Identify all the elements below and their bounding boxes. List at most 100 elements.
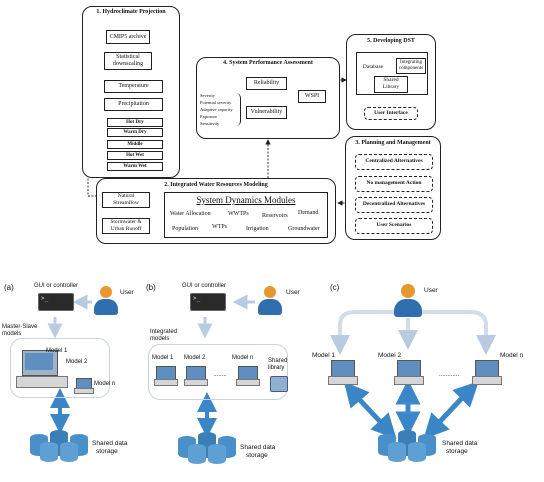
planning-title: 3. Planning and Management bbox=[355, 140, 431, 146]
panel-c-storage-line2: storage bbox=[446, 448, 468, 455]
panel-a-label: (a) bbox=[4, 283, 14, 292]
sdm-box bbox=[164, 192, 328, 238]
decentralized-label: Decentralized Alternatives bbox=[362, 201, 426, 207]
user-interface-label: User Interface bbox=[374, 110, 408, 116]
vulnerability-label: Vulnerability bbox=[250, 109, 283, 115]
panel-c-label: (c) bbox=[330, 283, 340, 292]
panel-a-storage-line1: Shared data bbox=[92, 440, 128, 447]
precipitation-label: Precipitation bbox=[118, 101, 149, 107]
iwrm-title: 2. Integrated Water Resources Modeling bbox=[164, 182, 268, 188]
module-reservoirs: Reservoirs bbox=[262, 213, 288, 219]
stormwater-line2: Urban Runoff bbox=[110, 226, 142, 232]
panel-a-computer-n-icon bbox=[74, 378, 94, 394]
temperature-box bbox=[104, 80, 163, 93]
user-interface-box bbox=[364, 107, 418, 120]
scenario-hot-wet-label: Hot Wet bbox=[126, 153, 144, 158]
panel-c-modeln: Model n bbox=[500, 352, 524, 359]
panel-b-database-icon bbox=[178, 430, 238, 464]
panel-b-model2: Model 2 bbox=[184, 355, 206, 361]
module-irrigation: Irrigation bbox=[246, 226, 269, 232]
module-demand: Demand bbox=[298, 210, 319, 216]
downscaling-line1: Statistical bbox=[116, 54, 140, 60]
panel-a-database-icon bbox=[30, 428, 90, 462]
panel-c-computer-1-icon bbox=[328, 360, 358, 385]
module-wwtps: WWTPs bbox=[228, 211, 249, 217]
centralized-label: Centralized Alternatives bbox=[365, 158, 423, 164]
panel-a-model2: Model 2 bbox=[66, 359, 88, 365]
panel-a-terminal-icon: >_ bbox=[38, 293, 74, 311]
panel-a-group-line2: models bbox=[2, 331, 22, 337]
performance-title: 4. System Performance Assessment bbox=[223, 60, 313, 66]
metric-potential-severity: Potential severity bbox=[200, 100, 232, 105]
panel-b-group-line2: models bbox=[150, 336, 170, 342]
decentralized-box bbox=[355, 197, 433, 213]
panel-c-user-icon bbox=[394, 284, 422, 318]
scenario-middle bbox=[107, 140, 163, 149]
shared-line1: Shared bbox=[383, 77, 399, 83]
panel-b-terminal-icon: >_ bbox=[190, 293, 226, 311]
scenario-middle-label: Middle bbox=[127, 142, 143, 147]
panel-b-storage-line2: storage bbox=[246, 452, 268, 459]
panel-b-computer-n-icon bbox=[236, 366, 260, 386]
wspi-label: WSPI bbox=[304, 93, 320, 99]
panel-a-model1: Model 1 bbox=[46, 348, 68, 354]
temperature-label: Temperature bbox=[118, 83, 149, 89]
scenario-hot-dry-label: Hot Dry bbox=[126, 120, 144, 125]
panel-a-group-line1: Master-Slave bbox=[2, 324, 38, 330]
panel-c-storage-line1: Shared data bbox=[442, 440, 478, 447]
downscaling-box bbox=[104, 52, 152, 70]
scenario-warm-wet bbox=[107, 162, 163, 171]
panel-b-user-icon bbox=[258, 286, 282, 316]
panel-c-user-label: User bbox=[424, 287, 438, 294]
panel-b-label: (b) bbox=[146, 283, 156, 292]
panel-a-computer-main-icon bbox=[16, 350, 68, 390]
centralized-box bbox=[355, 154, 433, 170]
panel-a-storage-line2: storage bbox=[96, 448, 118, 455]
user-scenarios-box bbox=[355, 218, 433, 234]
metric-adaptive-capacity: Adaptive capacity bbox=[200, 107, 233, 112]
panel-a-user-icon bbox=[94, 286, 118, 316]
natural-streamflow-box bbox=[102, 192, 150, 208]
panel-a-user-label: User bbox=[120, 289, 134, 296]
precipitation-box bbox=[104, 98, 163, 111]
natural-line2: Streamflow bbox=[113, 200, 139, 206]
panel-c-computer-n-icon bbox=[472, 360, 502, 385]
panel-b-user-label: User bbox=[286, 289, 300, 296]
scenario-warm-dry bbox=[107, 128, 163, 137]
panel-b-shared-line2: library bbox=[268, 365, 285, 371]
natural-line1: Natural bbox=[117, 193, 135, 199]
database-label: Database bbox=[362, 64, 384, 70]
panel-b-computer-1-icon bbox=[154, 366, 178, 386]
sdm-title: System Dynamics Modules bbox=[196, 195, 296, 205]
metric-sensitivity: Sensitivity bbox=[200, 121, 220, 126]
panel-b-shared-line1: Shared bbox=[268, 358, 288, 364]
panel-b-modeln: Model n bbox=[232, 355, 254, 361]
metrics-brace bbox=[236, 93, 241, 126]
panel-a-gui-label: GUI or controller bbox=[33, 283, 78, 289]
panel-c-dots: ............ bbox=[438, 372, 459, 378]
scenario-warm-dry-label: Warm Dry bbox=[123, 130, 147, 135]
shared-line2: Library bbox=[382, 84, 400, 90]
wspi-box bbox=[298, 90, 326, 103]
integrating-line1: Integrating bbox=[400, 60, 422, 65]
reliability-box bbox=[246, 77, 287, 90]
module-wtps: WTPs bbox=[212, 224, 227, 230]
module-groundwater: Groundwater bbox=[288, 226, 320, 232]
cmip5-box bbox=[106, 30, 150, 44]
reliability-label: Reliability bbox=[253, 80, 280, 86]
stormwater-box bbox=[102, 218, 150, 234]
panel-c-model1: Model 1 bbox=[312, 352, 336, 359]
panel-c-computer-2-icon bbox=[394, 360, 424, 385]
module-population: Population bbox=[172, 226, 199, 232]
panel-c-database-icon bbox=[378, 428, 438, 462]
panel-b-library-icon bbox=[270, 376, 288, 392]
cmip5-label: CMIP5 archive bbox=[109, 34, 147, 40]
metric-severity: Severity bbox=[200, 93, 215, 98]
metric-exposure: Exposure bbox=[200, 114, 217, 119]
panel-b-gui-label: GUI or controller bbox=[181, 283, 226, 289]
stormwater-line1: Stormwater & bbox=[110, 219, 142, 225]
shared-library-box bbox=[374, 76, 408, 93]
vulnerability-box bbox=[246, 106, 287, 119]
scenario-hot-wet bbox=[107, 151, 163, 160]
panel-b-group-line1: Integrated bbox=[150, 329, 178, 335]
